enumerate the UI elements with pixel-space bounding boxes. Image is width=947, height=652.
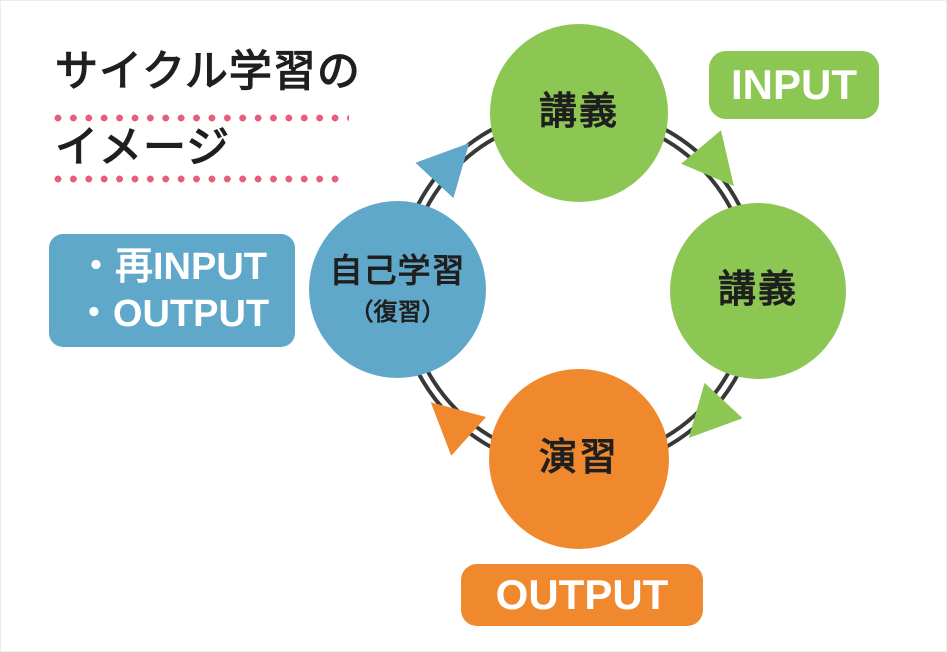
arrow-left-to-top-icon: [415, 143, 470, 199]
arrow-right-to-bottom-icon: [688, 382, 743, 438]
output-badge: OUTPUT: [461, 564, 703, 626]
node-lecture-right: 講義: [670, 203, 846, 379]
node-label: 演習: [538, 437, 619, 480]
dotted-underline-2: [53, 174, 340, 184]
reinput-output-note: ・再INPUT ・OUTPUT: [49, 234, 295, 347]
node-label: 講義: [717, 269, 798, 312]
note-line-output: ・OUTPUT: [74, 292, 270, 335]
node-sublabel: （復習）: [349, 298, 446, 326]
arrow-top-to-right-icon: [681, 130, 734, 187]
page-title-line-2: イメージ: [55, 124, 231, 172]
node-label: 自己学習: [329, 252, 466, 290]
node-self-study: 自己学習 （復習）: [309, 201, 486, 378]
dotted-underline-1: [53, 113, 349, 123]
arrow-bottom-to-left-icon: [430, 402, 487, 456]
note-line-re-input: ・再INPUT: [76, 245, 267, 288]
node-exercise: 演習: [489, 369, 669, 549]
node-label: 講義: [538, 91, 619, 134]
node-lecture-top: 講義: [490, 24, 668, 202]
input-badge: INPUT: [709, 51, 879, 119]
page-title-line-1: サイクル学習の: [55, 48, 361, 96]
